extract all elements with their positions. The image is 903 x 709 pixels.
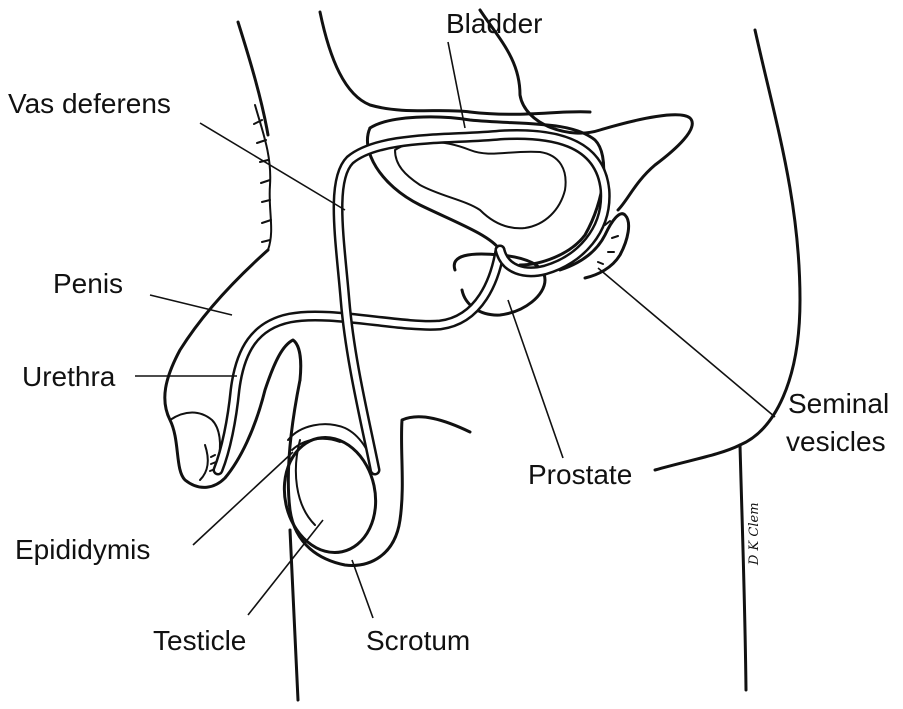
label-urethra: Urethra	[22, 361, 116, 392]
leader-scrotum	[352, 560, 373, 618]
label-testicle: Testicle	[153, 625, 246, 656]
label-vesicles: vesicles	[786, 426, 886, 457]
leader-testicle	[248, 520, 323, 615]
label-seminal: Seminal	[788, 388, 889, 419]
urethra-shape	[218, 250, 500, 470]
body-outline	[238, 10, 800, 700]
artist-signature: D K Clem	[747, 502, 762, 566]
label-epididymis: Epididymis	[15, 534, 150, 565]
label-bladder: Bladder	[446, 8, 543, 39]
label-scrotum: Scrotum	[366, 625, 470, 656]
penis-shape	[165, 250, 301, 487]
label-vas-deferens: Vas deferens	[8, 88, 171, 119]
leader-prostate	[508, 300, 563, 458]
leader-vas-deferens	[200, 123, 345, 210]
leader-seminal-vesicles	[598, 268, 775, 417]
leader-bladder	[448, 42, 465, 128]
leader-lines	[135, 42, 775, 618]
label-prostate: Prostate	[528, 459, 632, 490]
label-penis: Penis	[53, 268, 123, 299]
